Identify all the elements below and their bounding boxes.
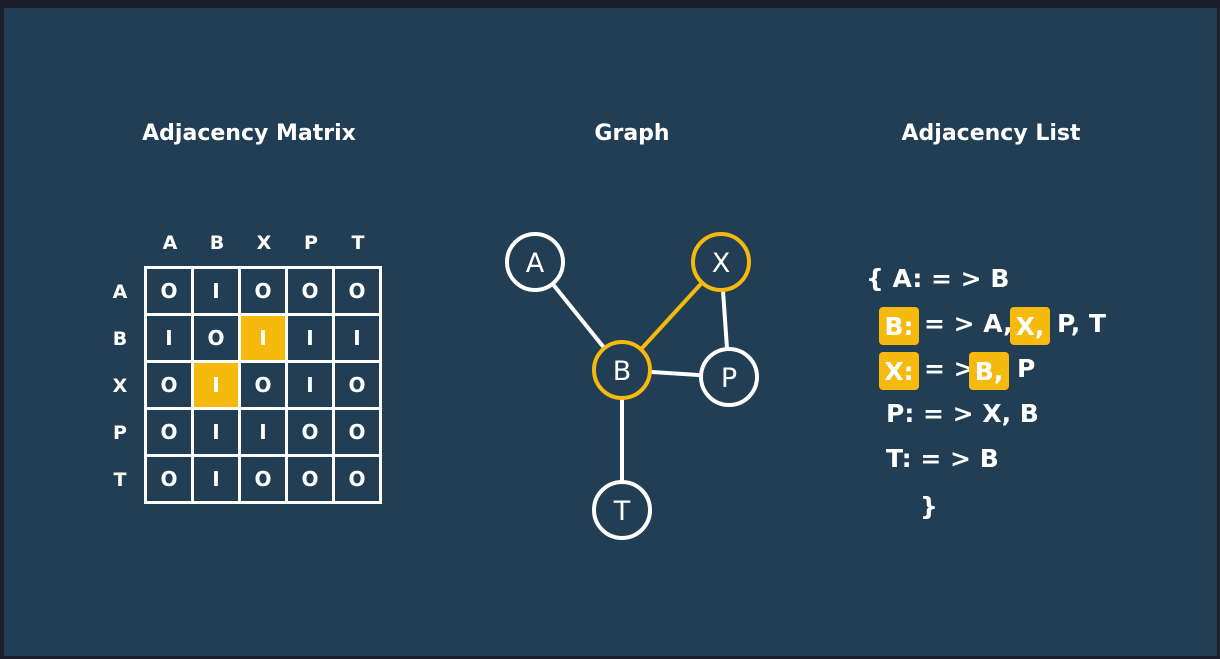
matrix-cell: O (335, 363, 379, 407)
matrix-cell: O (335, 457, 379, 501)
matrix-cell-highlighted: I (194, 363, 238, 407)
matrix-cell: O (147, 410, 191, 454)
matrix-cell: O (335, 410, 379, 454)
matrix-cell: O (147, 363, 191, 407)
list-close-brace: } (920, 492, 938, 521)
list-key-b-highlight: B: (879, 307, 919, 345)
list-b-neighbor-x: X, (1015, 311, 1045, 341)
matrix-row-header-p: P (113, 422, 127, 444)
node-p-label: P (721, 363, 737, 394)
node-t-label: T (613, 496, 631, 527)
node-x-label: X (712, 248, 731, 279)
matrix-row-header-a: A (112, 281, 128, 303)
matrix-row-header-t: T (113, 469, 127, 491)
node-b-label: B (613, 356, 632, 387)
slide: Adjacency Matrix Graph Adjacency List A … (4, 8, 1217, 656)
list-key-x-highlight: X: (879, 352, 919, 390)
matrix-cell-highlighted: I (241, 316, 285, 360)
matrix-cell: I (147, 316, 191, 360)
matrix-cell: O (147, 269, 191, 313)
node-p: P (699, 347, 759, 407)
matrix-cell: O (288, 410, 332, 454)
list-b-neighbor-x-highlight: X, (1010, 307, 1050, 345)
matrix-cell: I (194, 457, 238, 501)
list-line-b-end: P, T (1057, 309, 1106, 338)
node-a-label: A (526, 248, 545, 279)
matrix-cell: I (335, 316, 379, 360)
matrix-row-header-b: B (112, 328, 128, 350)
list-title: Adjacency List (901, 121, 1081, 146)
adjacency-matrix-grid: O I O O O I O I I I O I O I O O I I O O … (144, 266, 382, 504)
matrix-cell: O (147, 457, 191, 501)
matrix-col-header-b: B (209, 232, 225, 254)
matrix-col-header-t: T (351, 232, 365, 254)
node-b: B (592, 340, 652, 400)
matrix-cell: I (241, 410, 285, 454)
list-line-b-mid: = > A, (924, 309, 1013, 338)
matrix-cell: O (288, 457, 332, 501)
matrix-col-header-p: P (304, 232, 318, 254)
matrix-cell: O (241, 457, 285, 501)
matrix-col-header-a: A (162, 232, 178, 254)
list-line-x-mid: = > (924, 354, 975, 383)
node-x: X (691, 232, 751, 292)
list-key-x: X: (884, 356, 914, 386)
list-x-neighbor-b-highlight: B, (969, 352, 1009, 390)
matrix-cell: I (288, 316, 332, 360)
list-key-b: B: (884, 311, 914, 341)
list-line-a: { A: = > B (866, 264, 1010, 293)
node-a: A (505, 232, 565, 292)
node-t: T (592, 480, 652, 540)
matrix-cell: O (194, 316, 238, 360)
matrix-cell: I (288, 363, 332, 407)
graph-title: Graph (594, 121, 670, 146)
list-x-neighbor-b: B, (974, 356, 1004, 386)
matrix-cell: O (241, 269, 285, 313)
matrix-title: Adjacency Matrix (142, 121, 356, 146)
matrix-cell: O (241, 363, 285, 407)
matrix-cell: I (194, 269, 238, 313)
list-line-p: P: = > X, B (886, 399, 1039, 428)
list-line-t: T: = > B (886, 444, 999, 473)
list-line-x-end: P (1017, 354, 1036, 383)
matrix-cell: O (288, 269, 332, 313)
matrix-cell: I (194, 410, 238, 454)
matrix-row-header-x: X (112, 375, 128, 397)
graph-diagram: A X B P T (505, 232, 759, 540)
matrix-cell: O (335, 269, 379, 313)
matrix-col-header-x: X (256, 232, 272, 254)
